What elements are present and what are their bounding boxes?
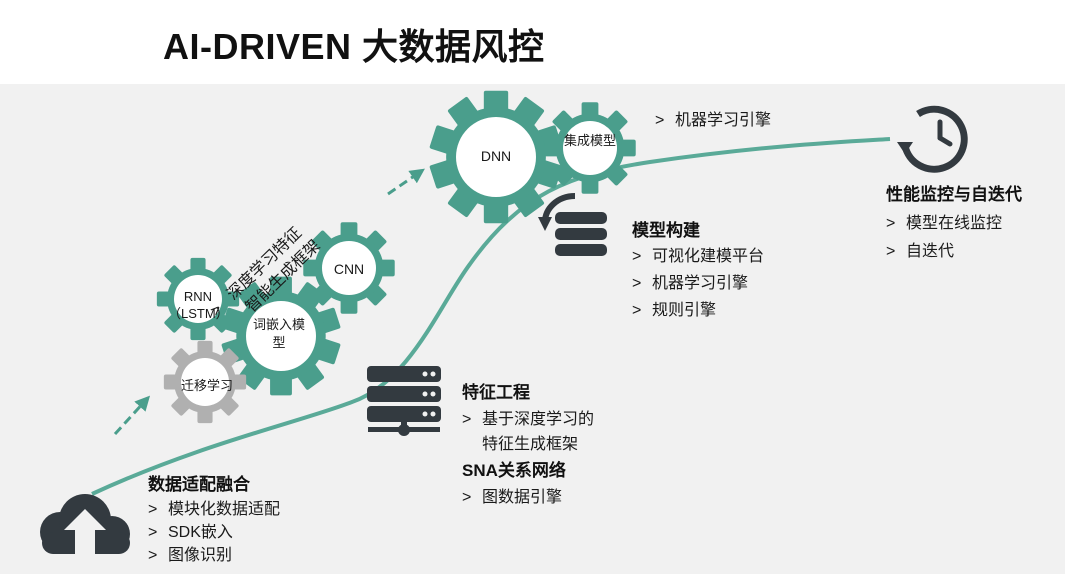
section-item-feature-2: 特征生成框架 <box>482 436 579 453</box>
section-item-data-1: >模块化数据适配 <box>148 501 281 518</box>
gear-icon-rnn <box>156 257 240 341</box>
header: AI-DRIVEN 大数据风控 <box>0 0 1065 84</box>
section-item-model-2: >机器学习引擎 <box>632 275 749 292</box>
section-item-model-3: >规则引擎 <box>632 302 717 319</box>
section-item-monitor-1: >模型在线监控 <box>886 215 1003 232</box>
gear-icon-cnn <box>303 222 395 314</box>
server-network-icon <box>367 366 441 436</box>
clock-history-icon <box>897 105 968 173</box>
gear-label-embedding: 词嵌入模型 <box>250 316 308 352</box>
section-item-model-1: >可视化建模平台 <box>632 248 765 265</box>
arrow-icon <box>387 168 425 196</box>
section-item-data-2: >SDK嵌入 <box>148 524 233 541</box>
section-item-feature-1: >基于深度学习的 <box>462 411 595 428</box>
gear-label-ensemble-text: 集成模型 <box>563 133 616 148</box>
gear-icon-transfer <box>163 340 247 424</box>
section-item-monitor-2: >自迭代 <box>886 243 955 260</box>
gear-label-rnn-line1: RNN <box>183 289 213 304</box>
gear-label-cnn: CNN <box>333 261 365 277</box>
gear-label-transfer: 迁移学习 <box>180 378 233 393</box>
gear-icon-ensemble <box>544 102 636 194</box>
diagram-panel: DNN 集成模型 CNN RNN （LSTM） 词嵌入模型 迁移学习 >深度学习… <box>0 84 1065 574</box>
section-title-sna: SNA关系网络 <box>462 461 566 480</box>
cloud-upload-icon <box>40 494 130 554</box>
gear-label-rnn-line2: （LSTM） <box>168 306 229 321</box>
gear-label-ensemble: 集成模型 <box>562 132 618 149</box>
arrow-icon <box>113 395 151 436</box>
section-title-model: 模型构建 <box>632 221 700 240</box>
section-title-monitor: 性能监控与自迭代 <box>886 185 1022 204</box>
diagram-art <box>40 90 968 554</box>
growth-curve <box>91 137 891 496</box>
database-refresh-icon <box>538 193 607 256</box>
page-title: AI-DRIVEN 大数据风控 <box>163 26 545 67</box>
section-title-feature: 特征工程 <box>462 383 530 402</box>
gear-label-dnn: DNN <box>480 148 512 164</box>
gear-label-rnn: RNN （LSTM） <box>168 288 229 322</box>
gear-label-embedding-text: 词嵌入模型 <box>252 317 305 350</box>
section-item-data-3: >图像识别 <box>148 547 233 564</box>
section-title-data: 数据适配融合 <box>148 475 250 494</box>
gear-icon-dnn <box>429 90 563 224</box>
section-item-sna-1: >图数据引擎 <box>462 489 563 506</box>
top-bullet-item: >机器学习引擎 <box>655 112 772 129</box>
